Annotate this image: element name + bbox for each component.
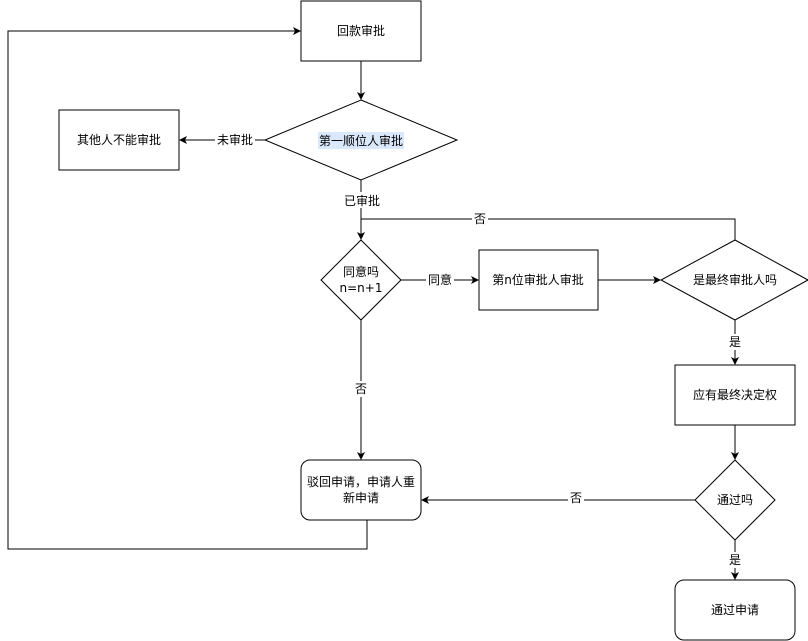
edge-label-agree-no: 否 — [355, 382, 367, 396]
node-final-authority-label: 应有最终决定权 — [693, 387, 777, 402]
node-agree-label-1: 同意吗 — [343, 264, 379, 279]
node-others-cannot-label: 其他人不能审批 — [77, 132, 161, 147]
node-reject-label-1: 驳回申请，申请人重 — [307, 475, 415, 489]
node-reject — [300, 459, 422, 521]
node-final-authority — [674, 364, 796, 426]
node-first-approver-label: 第一顺位人审批 — [319, 133, 403, 148]
edge-label-pass-yes: 是 — [729, 553, 741, 567]
edge-label-final-yes: 是 — [729, 335, 741, 349]
edge-reject-loop-to-start — [7, 27, 368, 550]
node-is-final-label: 是最终审批人吗 — [693, 272, 777, 287]
node-start — [300, 0, 422, 62]
node-is-final — [659, 239, 808, 321]
node-agree-label-2: n=n+1 — [340, 281, 383, 295]
edge-label-already-approved: 已审批 — [344, 193, 380, 208]
node-nth-approver — [478, 249, 599, 311]
node-approved — [674, 579, 796, 641]
edge-label-not-approved: 未审批 — [217, 132, 253, 147]
node-pass — [694, 459, 776, 541]
edge-label-final-no: 否 — [474, 212, 486, 226]
node-nth-approver-label: 第n位审批人审批 — [492, 272, 584, 287]
node-approved-label: 通过申请 — [711, 603, 759, 617]
node-reject-label-2: 新申请 — [343, 490, 379, 505]
label-highlight — [318, 132, 404, 149]
node-pass-label: 通过吗 — [717, 493, 753, 507]
edge-label-pass-no: 否 — [570, 491, 582, 505]
edge-final-no-loop — [361, 218, 736, 240]
node-agree — [320, 239, 402, 321]
node-others-cannot — [58, 109, 180, 171]
edge-label-agree-yes: 同意 — [428, 272, 452, 287]
node-start-label: 回款审批 — [337, 23, 385, 38]
